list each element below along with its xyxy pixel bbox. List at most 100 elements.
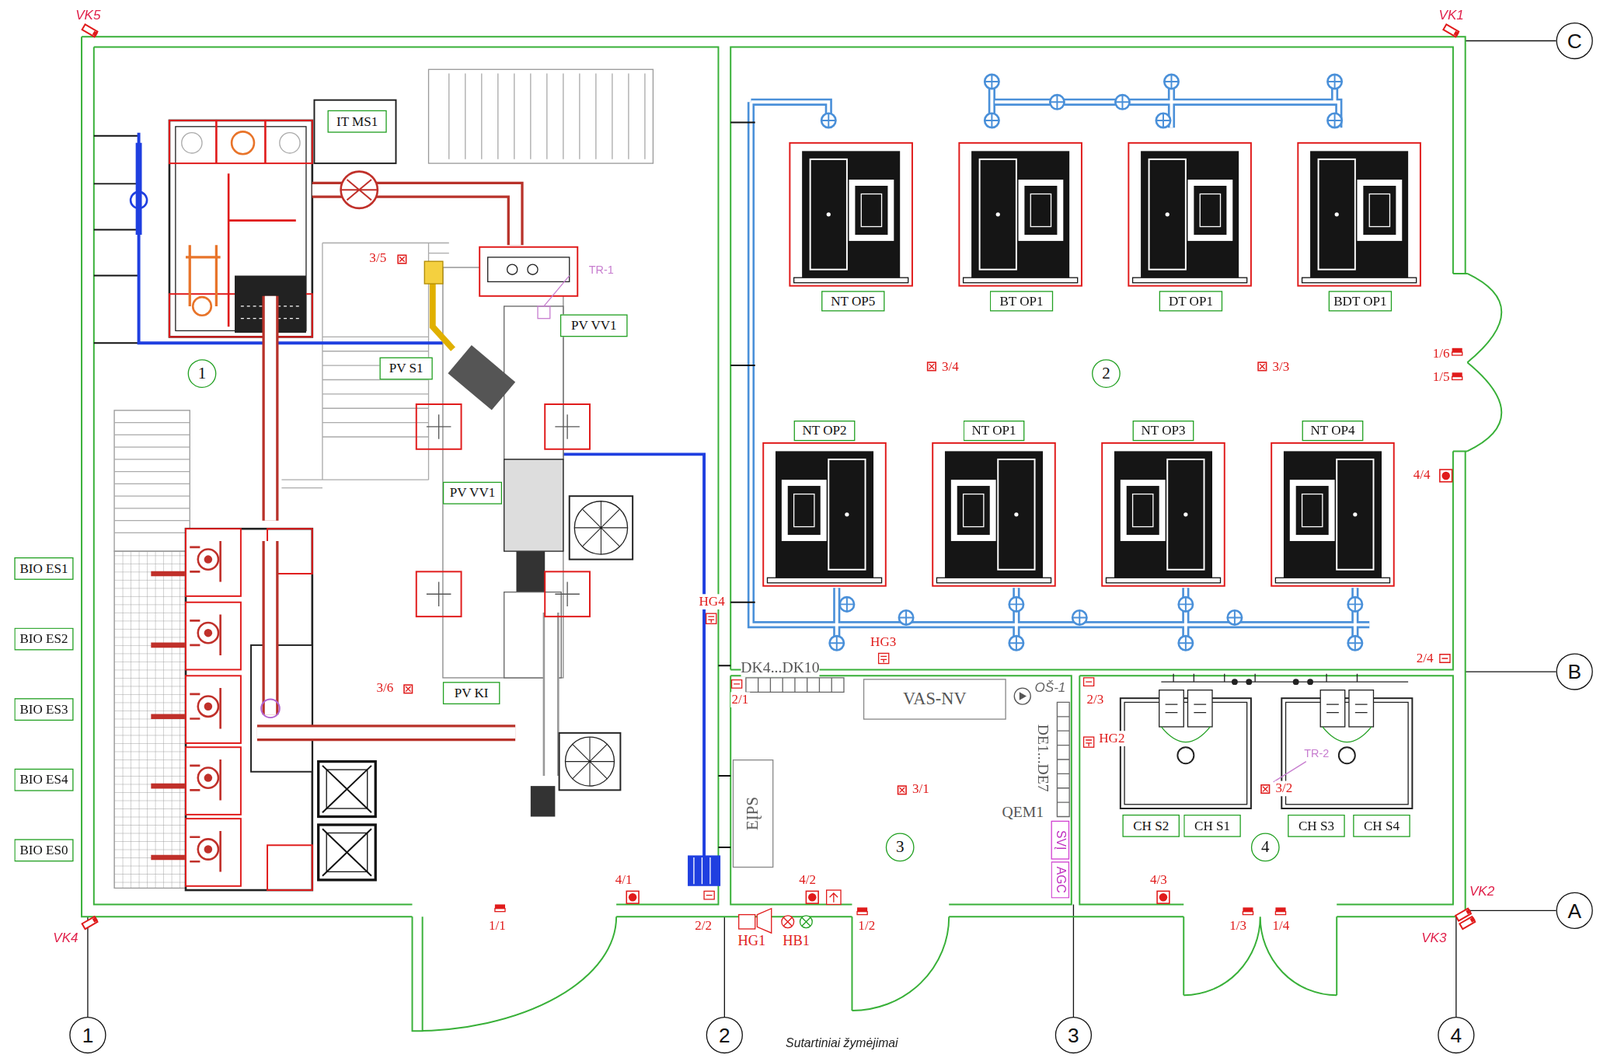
grating xyxy=(114,550,186,888)
callout-label: 1/3 xyxy=(1228,918,1248,935)
node-text: 3 xyxy=(1067,1022,1080,1046)
valve-symbol xyxy=(1072,610,1087,624)
valve-symbol xyxy=(1115,94,1130,109)
node-text: BIO ES0 xyxy=(19,842,68,858)
equipment-tag: CH S4 xyxy=(1352,814,1411,837)
camera-symbol xyxy=(1459,915,1476,929)
pump-module xyxy=(185,602,241,670)
pipe-fitting xyxy=(1307,678,1314,685)
node-text: DT OP1 xyxy=(1168,293,1214,310)
contact-symbol xyxy=(1242,906,1253,914)
wall-tick xyxy=(94,135,140,344)
siren-symbol xyxy=(756,908,771,934)
contact-symbol xyxy=(494,903,506,911)
pipe-fitting xyxy=(1245,678,1252,685)
callout-label: VK3 xyxy=(1421,930,1447,947)
callout-label: 4/2 xyxy=(798,872,817,889)
callout-label: 1/2 xyxy=(857,918,876,935)
water-meter xyxy=(135,142,143,235)
ahu-detail xyxy=(527,264,538,275)
machine-symbol xyxy=(932,442,1056,586)
node-text: CH S1 xyxy=(1194,818,1231,834)
valve-symbol xyxy=(1049,94,1064,109)
node-text: PV VV1 xyxy=(571,317,617,334)
outer-wall xyxy=(81,36,1466,917)
equipment-tag: CH S2 xyxy=(1122,814,1180,837)
boiler-frame xyxy=(185,528,313,890)
node-text: NT OP2 xyxy=(801,422,847,439)
callout-label: DE1...DE7 xyxy=(1034,723,1053,792)
node-text: 1 xyxy=(82,1022,95,1046)
ahu-motor xyxy=(530,785,556,816)
valve-symbol xyxy=(1009,635,1024,650)
valve-symbol xyxy=(899,610,914,624)
door-swing xyxy=(1183,916,1337,995)
callout-label: 1/5 xyxy=(1431,369,1451,385)
node-text: AGC xyxy=(1052,866,1067,893)
callout-label: 3/6 xyxy=(375,680,394,697)
door-swing xyxy=(412,916,617,1031)
contact-symbol xyxy=(1452,372,1463,380)
node-text: VAS-NV xyxy=(902,689,966,710)
grid-axis-bubble: 4 xyxy=(1437,1016,1475,1053)
callout-label: VK4 xyxy=(52,930,78,947)
node-text: 3 xyxy=(895,837,905,857)
callout-label: OŠ-1 xyxy=(1035,680,1067,697)
door-swing xyxy=(851,916,949,1011)
room-wall xyxy=(1079,675,1454,904)
ahu-detail xyxy=(507,264,518,275)
camera-symbol xyxy=(82,24,99,38)
beacon-symbol xyxy=(801,917,811,927)
beacon-symbol xyxy=(800,915,813,928)
grid-axis-bubble: B xyxy=(1556,652,1594,690)
beacon-symbol xyxy=(781,915,795,928)
callout-label: HG1 xyxy=(736,932,767,949)
ahu-module xyxy=(479,247,578,297)
equipment-tag: BT OP1 xyxy=(989,290,1053,311)
equipment-tag: NT OP1 xyxy=(963,420,1025,441)
valve-symbol xyxy=(1348,635,1363,650)
equipment-tag: BIO ES2 xyxy=(13,627,74,651)
grid-axis-bubble: 2 xyxy=(706,1016,743,1053)
callout-label: 1/4 xyxy=(1271,918,1290,935)
callout-label: HB1 xyxy=(781,932,811,949)
stairs xyxy=(428,69,654,164)
valve-symbol xyxy=(1164,74,1179,89)
fan-unit xyxy=(318,761,377,817)
machine-symbol xyxy=(1297,142,1421,286)
pipe-fitting xyxy=(1231,678,1238,685)
valve-symbol xyxy=(1348,596,1363,611)
callout-label: TR-1 xyxy=(589,263,614,277)
sensor-symbol xyxy=(898,785,907,795)
wall-tick xyxy=(718,122,755,848)
duct xyxy=(543,612,560,776)
node-text: PV KI xyxy=(454,685,489,701)
equipment-tag: NT OP4 xyxy=(1302,420,1364,441)
callout-label: 3/3 xyxy=(1271,359,1290,375)
callout-label: VK1 xyxy=(1439,8,1465,25)
door-swing xyxy=(1453,273,1502,451)
stair-treads xyxy=(449,73,645,160)
equipment-tag: PV S1 xyxy=(379,357,433,380)
valve-symbol xyxy=(1156,113,1171,128)
node-text: BIO ES4 xyxy=(19,771,68,788)
pump-module xyxy=(185,746,241,815)
sensor-symbol xyxy=(1261,784,1270,794)
node-text: CH S4 xyxy=(1363,818,1400,834)
equipment-tag: NT OP3 xyxy=(1132,420,1195,441)
fan-box xyxy=(569,495,633,559)
water-unit xyxy=(687,854,721,886)
node-text: NT OP3 xyxy=(1140,422,1186,439)
node-text: CH S2 xyxy=(1132,818,1169,834)
machine-symbol xyxy=(1128,142,1252,286)
pump-symbol xyxy=(1014,687,1031,705)
pipe-fitting xyxy=(1293,678,1300,685)
boiler-port xyxy=(279,132,300,154)
water-unit-detail xyxy=(693,857,711,884)
node-text: 1 xyxy=(198,364,207,384)
machine-symbol xyxy=(958,142,1082,286)
room-wall xyxy=(94,46,719,904)
fan-blades xyxy=(574,501,628,555)
door-sensor xyxy=(706,658,1449,896)
